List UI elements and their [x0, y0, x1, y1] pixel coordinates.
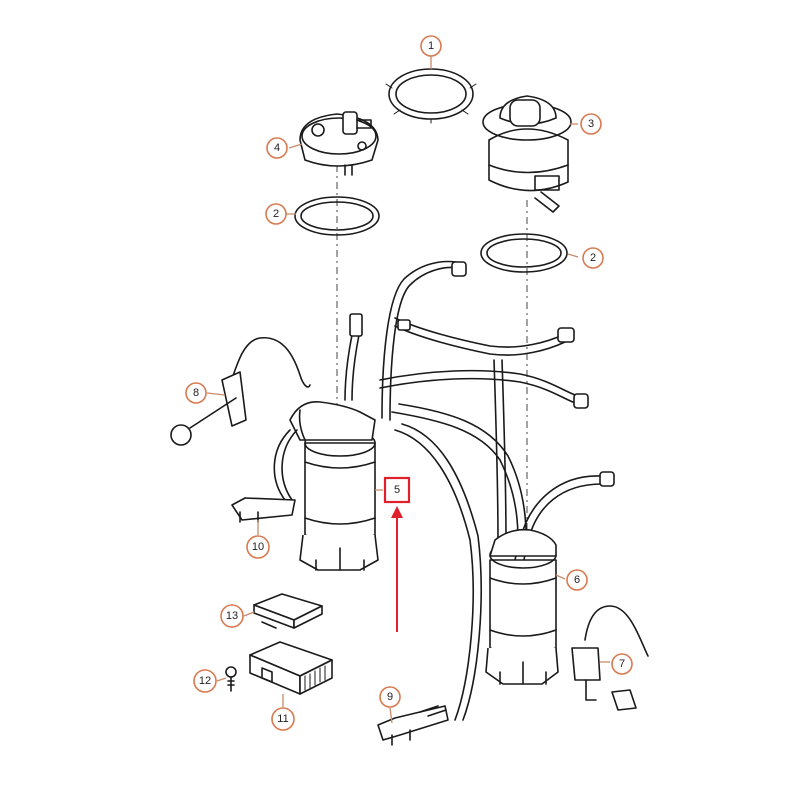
flange-left-part: [299, 111, 379, 176]
highlighted-callout-5: 5: [383, 476, 411, 504]
screw-part: [225, 666, 237, 692]
flange-right-part: [482, 95, 572, 213]
svg-text:5: 5: [394, 484, 400, 496]
callout-10: 10: [246, 535, 270, 559]
leader-lines: [206, 56, 610, 724]
callout-2-left: 2: [265, 203, 287, 225]
callout-11: 11: [271, 707, 295, 731]
svg-text:12: 12: [199, 675, 211, 687]
hose-connectors: [397, 261, 615, 487]
svg-text:9: 9: [387, 691, 393, 703]
svg-text:7: 7: [619, 658, 625, 670]
callout-9: 9: [379, 686, 401, 708]
callout-3: 3: [580, 113, 602, 135]
control-unit-part: [249, 641, 333, 695]
seal-right-part: [480, 233, 568, 273]
bracket-left-part: [231, 429, 298, 523]
callout-1: 1: [420, 35, 442, 57]
svg-text:11: 11: [277, 713, 288, 725]
svg-text:6: 6: [574, 574, 580, 586]
retaining-ring-part: [385, 64, 477, 124]
bracket-bottom-part: [377, 705, 449, 746]
callout-6: 6: [566, 569, 588, 591]
fuel-pump-left-part: [289, 313, 379, 571]
level-sender-left-part: [170, 337, 311, 446]
svg-text:1: 1: [428, 40, 434, 52]
fuel-pump-right-part: [485, 528, 559, 685]
callout-2-right: 2: [582, 247, 604, 269]
level-sender-right-part: [571, 605, 649, 711]
callout-7: 7: [611, 653, 633, 675]
callout-4: 4: [266, 137, 288, 159]
svg-text:2: 2: [590, 252, 596, 264]
control-unit-cover-part: [253, 593, 323, 629]
svg-text:13: 13: [226, 610, 238, 622]
callout-13: 13: [220, 604, 244, 628]
svg-text:2: 2: [273, 208, 279, 220]
callout-12: 12: [193, 669, 217, 693]
svg-text:3: 3: [588, 118, 594, 130]
seal-left-part: [294, 196, 380, 236]
svg-text:8: 8: [193, 387, 199, 399]
hose-lines: [379, 260, 603, 721]
callout-8: 8: [185, 382, 207, 404]
svg-text:4: 4: [274, 142, 280, 154]
svg-text:10: 10: [252, 541, 264, 553]
highlight-arrow: [391, 506, 403, 632]
